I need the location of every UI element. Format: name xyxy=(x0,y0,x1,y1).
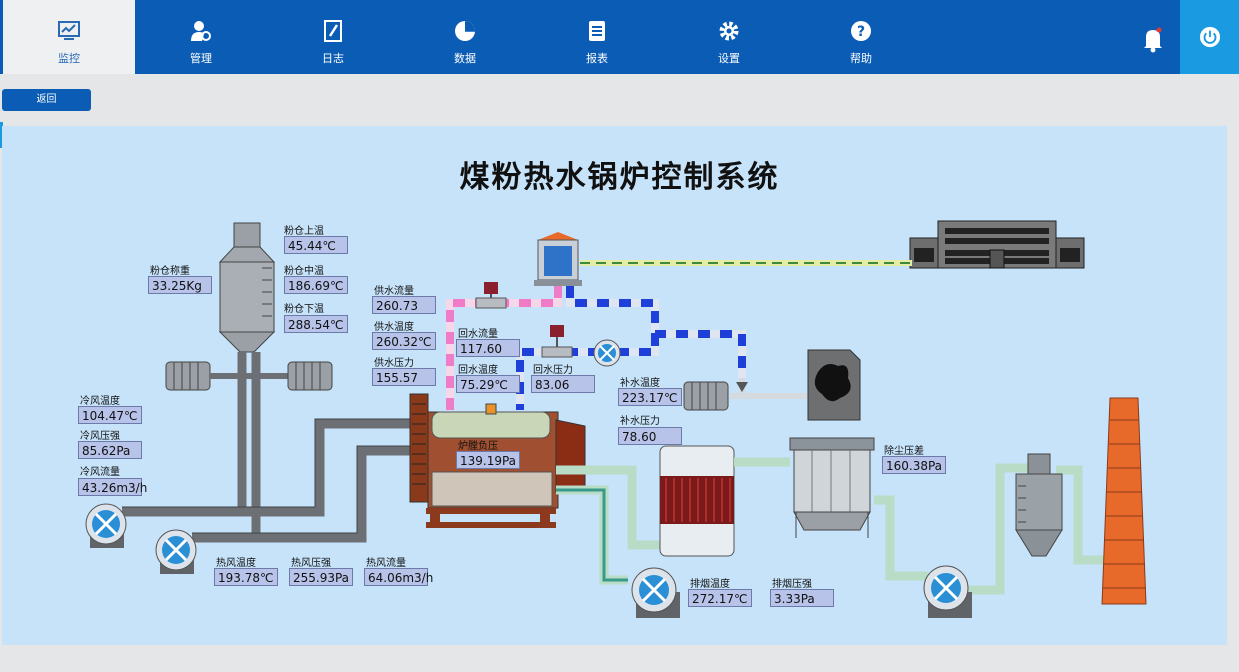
bin-top-temp-label: 粉仓上温 xyxy=(284,226,324,237)
nav-report[interactable]: 报表 xyxy=(531,0,663,74)
help-icon: ? xyxy=(851,21,871,41)
supply-flow-meter-icon xyxy=(475,282,507,309)
side-accent xyxy=(0,122,3,148)
powder-bin xyxy=(218,222,276,353)
cold-air-flow-label: 冷风流量 xyxy=(80,467,120,478)
monitor-chart-icon xyxy=(58,21,80,40)
hot-air-temp-value: 193.78℃ xyxy=(214,568,278,586)
cold-air-flow-value: 43.26m3/h xyxy=(78,478,147,496)
makeup-pressure-value: 78.60 xyxy=(618,427,682,445)
coal-crusher xyxy=(807,349,861,421)
cold-air-temp-value: 104.47℃ xyxy=(78,406,142,424)
return-temp-value: 75.29℃ xyxy=(456,375,520,393)
dust-collector xyxy=(789,437,875,538)
nav-settings[interactable]: 设置 xyxy=(663,0,795,74)
dust-pressure-diff-value: 160.38Pa xyxy=(882,456,946,474)
nav-manage[interactable]: 管理 xyxy=(135,0,267,74)
hot-air-flow-value: 64.06m3/h xyxy=(364,568,433,586)
return-flow-meter-icon xyxy=(541,325,573,358)
power-button[interactable] xyxy=(1180,0,1239,74)
bin-weight-label: 粉仓称重 xyxy=(150,266,190,277)
return-temp-label: 回水温度 xyxy=(458,365,498,376)
user-settings-icon xyxy=(191,21,211,41)
supply-flow-label: 供水流量 xyxy=(374,286,414,297)
cold-air-pressure-value: 85.62Pa xyxy=(78,441,142,459)
makeup-pump-motor xyxy=(683,381,729,411)
nav-help-label: 帮助 xyxy=(850,52,872,65)
back-button[interactable]: 返回 xyxy=(2,89,91,111)
exhaust-pressure-value: 3.33Pa xyxy=(770,589,834,607)
supply-temp-label: 供水温度 xyxy=(374,322,414,333)
nav-data-label: 数据 xyxy=(454,52,476,65)
cold-air-fan-icon xyxy=(85,503,127,548)
return-flow-value: 117.60 xyxy=(456,339,520,357)
cyclone-separator xyxy=(1015,453,1063,557)
bin-mid-temp-value: 186.69℃ xyxy=(284,276,348,294)
supply-temp-value: 260.32℃ xyxy=(372,332,436,350)
hot-air-pressure-label: 热风压强 xyxy=(291,558,331,569)
bin-top-temp-value: 45.44℃ xyxy=(284,236,348,254)
return-flow-label: 回水流量 xyxy=(458,329,498,340)
exhaust-temp-value: 272.17℃ xyxy=(688,589,752,607)
boiler xyxy=(409,393,586,528)
pie-chart-icon xyxy=(455,21,475,41)
bin-low-temp-label: 粉仓下温 xyxy=(284,304,324,315)
induced-draft-fan-icon xyxy=(923,565,972,618)
feeder-motor-right xyxy=(287,361,333,391)
nav-manage-label: 管理 xyxy=(190,52,212,65)
report-icon xyxy=(589,21,605,41)
exhaust-temp-label: 排烟温度 xyxy=(690,579,730,590)
furnace-pressure-label: 炉膛负压 xyxy=(458,441,498,452)
makeup-pressure-label: 补水压力 xyxy=(620,416,660,427)
circulation-pump-icon xyxy=(593,339,621,367)
makeup-temp-label: 补水温度 xyxy=(620,378,660,389)
factory-building xyxy=(909,220,1085,269)
exhaust-fan-icon xyxy=(631,567,680,618)
power-icon xyxy=(1199,26,1221,48)
nav-data[interactable]: 数据 xyxy=(399,0,531,74)
dust-pressure-diff-label: 除尘压差 xyxy=(884,446,924,457)
furnace-pressure-value: 139.19Pa xyxy=(456,451,520,469)
svg-text:?: ? xyxy=(857,24,865,40)
nav-monitor[interactable]: 监控 xyxy=(3,0,135,74)
supply-pressure-label: 供水压力 xyxy=(374,358,414,369)
page-title: 煤粉热水锅炉控制系统 xyxy=(459,160,780,195)
makeup-temp-value: 223.17℃ xyxy=(618,388,682,406)
hot-air-temp-label: 热风温度 xyxy=(216,558,256,569)
top-nav-bar: 监控 管理 日志 数据 报表 设置 ? 帮助 xyxy=(0,0,1239,74)
return-pressure-label: 回水压力 xyxy=(533,365,573,376)
nav-help[interactable]: ? 帮助 xyxy=(795,0,927,74)
gear-icon xyxy=(719,21,739,41)
nav-settings-label: 设置 xyxy=(718,52,740,65)
cold-air-pressure-label: 冷风压强 xyxy=(80,431,120,442)
nav-monitor-label: 监控 xyxy=(58,52,80,65)
nav-report-label: 报表 xyxy=(586,52,608,65)
hot-air-flow-label: 热风流量 xyxy=(366,558,406,569)
exhaust-pressure-label: 排烟压强 xyxy=(772,579,812,590)
chimney xyxy=(1101,397,1147,605)
hot-air-pressure-value: 255.93Pa xyxy=(289,568,353,586)
cold-air-temp-label: 冷风温度 xyxy=(80,396,120,407)
return-pressure-value: 83.06 xyxy=(531,375,595,393)
feeder-motor-left xyxy=(165,361,290,391)
supply-pressure-value: 155.57 xyxy=(372,368,436,386)
hot-air-fan-icon xyxy=(155,529,197,574)
bin-weight-value: 33.25Kg xyxy=(148,276,212,294)
heat-exchanger xyxy=(659,445,735,557)
supply-flow-value: 260.73 xyxy=(372,296,436,314)
nav-log[interactable]: 日志 xyxy=(267,0,399,74)
nav-log-label: 日志 xyxy=(322,52,344,65)
bin-mid-temp-label: 粉仓中温 xyxy=(284,266,324,277)
bell-icon[interactable] xyxy=(1136,22,1170,56)
log-edit-icon xyxy=(324,20,342,42)
bin-low-temp-value: 288.54℃ xyxy=(284,315,348,333)
water-tank xyxy=(534,232,582,286)
